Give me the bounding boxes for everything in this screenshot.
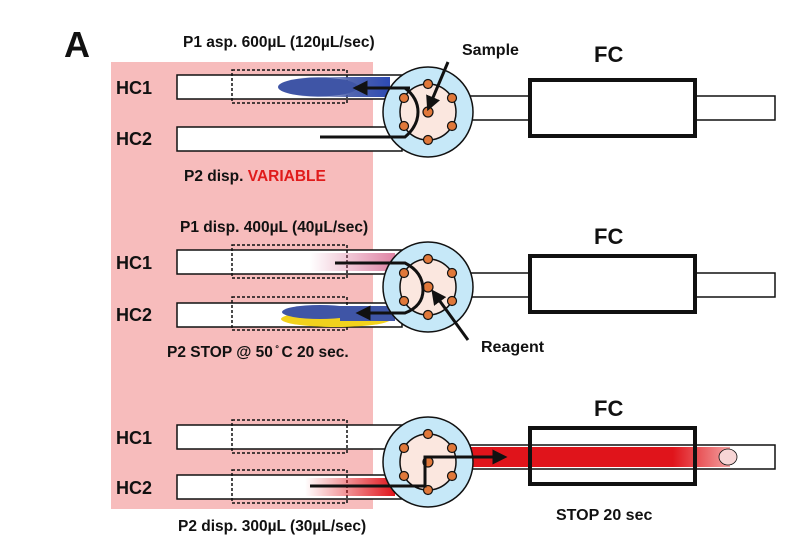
- reagent-flow-out: [470, 447, 730, 467]
- p2-variable-label: VARIABLE: [248, 168, 326, 185]
- valve-center-port: [422, 281, 434, 293]
- valve-port: [422, 428, 434, 440]
- valve-port: [446, 295, 458, 307]
- hc2-label: HC2: [116, 305, 152, 325]
- sample-callout-arrow: [426, 61, 450, 112]
- valve-port: [446, 92, 458, 104]
- sample-plug: [278, 77, 358, 97]
- hc1-label: HC1: [116, 78, 152, 98]
- p1-asp-caption: P1 asp. 600µL (120µL/sec): [183, 34, 375, 51]
- reagent-callout-arrow: [431, 289, 470, 341]
- panel-3: FC STOP 20 sec HC1 HC2 P2 disp. 300µL (3…: [116, 396, 776, 535]
- sample-plug: [282, 305, 358, 319]
- reagent-front: [718, 448, 738, 466]
- panel-letter: A: [64, 24, 90, 65]
- p2-disp-prefix: P2 disp.: [184, 168, 248, 185]
- hc1-tube: [176, 424, 403, 450]
- valve-port: [446, 442, 458, 454]
- hc2-tube: [176, 126, 403, 152]
- panel-1: P1 asp. 600µL (120µL/sec) Sample FC: [116, 34, 776, 185]
- sample-callout: Sample: [462, 42, 519, 59]
- valve-port: [422, 134, 434, 146]
- p2-disp-caption: P2 disp. VARIABLE: [184, 168, 326, 185]
- p2-disp-300-caption: P2 disp. 300µL (30µL/sec): [178, 518, 366, 535]
- hc2-label: HC2: [116, 129, 152, 149]
- panel-2: P1 disp. 400µL (40µL/sec) Reagent FC HC: [116, 219, 776, 361]
- hc1-label: HC1: [116, 428, 152, 448]
- hc1-heater-zone: [231, 419, 348, 454]
- valve-port: [422, 309, 434, 321]
- valve-center-port: [422, 106, 434, 118]
- valve-port: [422, 78, 434, 90]
- flow-cell: [528, 78, 697, 138]
- valve-port: [398, 295, 410, 307]
- valve-port: [422, 253, 434, 265]
- p2-stop-caption: P2 STOP @ 50 ̊ C 20 sec.: [167, 344, 349, 361]
- valve-channel: [310, 455, 495, 488]
- flow-cell: [528, 426, 697, 486]
- valve-port: [398, 92, 410, 104]
- valve-port: [398, 442, 410, 454]
- valve-port: [446, 470, 458, 482]
- hc1-label: HC1: [116, 253, 152, 273]
- valve-port: [398, 470, 410, 482]
- valve-port: [398, 267, 410, 279]
- hc2-label: HC2: [116, 478, 152, 498]
- fc-label: FC: [594, 224, 623, 249]
- valve-channel: [320, 86, 420, 139]
- valve-channel: [335, 261, 425, 315]
- stop-caption: STOP 20 sec: [556, 507, 652, 524]
- reagent-callout: Reagent: [481, 339, 545, 356]
- valve-port: [398, 120, 410, 132]
- flow-cell: [528, 254, 697, 314]
- fc-label: FC: [594, 396, 623, 421]
- valve-port: [446, 120, 458, 132]
- valve-port: [446, 267, 458, 279]
- valve-port: [422, 484, 434, 496]
- p1-disp-caption: P1 disp. 400µL (40µL/sec): [180, 219, 368, 236]
- fc-label: FC: [594, 42, 623, 67]
